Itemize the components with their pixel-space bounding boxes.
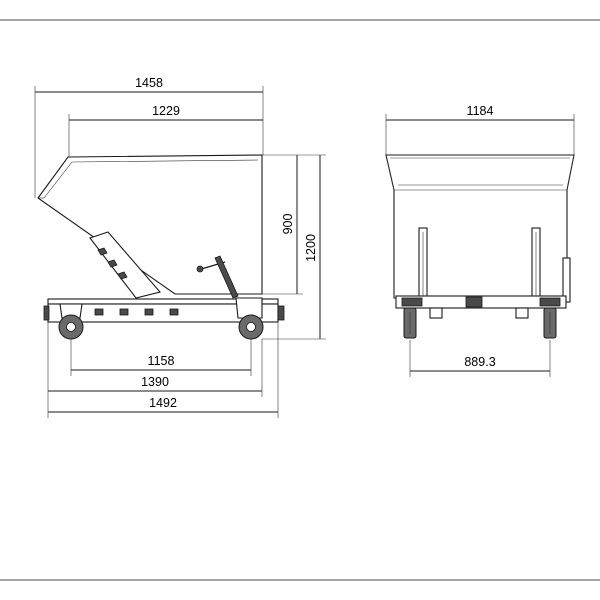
rear-wheel-hub [66,322,76,332]
dim-1390: 1390 [47,322,263,397]
chassis-end-cap [43,305,50,321]
front-chassis-block [429,307,443,319]
dim-1158: 1158 [70,339,252,376]
dim-label-track-width: 889.3 [464,355,495,369]
dim-1184: 1184 [385,104,575,155]
dim-1200: 1200 [262,154,326,340]
dim-label-bin-length: 1229 [152,104,180,118]
rear-caster-bracket [59,303,83,319]
dim-label-bin-height: 900 [281,214,295,235]
front-chassis-block [515,307,529,319]
front-chassis-plate [401,297,423,307]
dim-889-3: 889.3 [409,340,551,377]
front-wheel-hub [246,322,256,332]
dim-label-overall-length: 1458 [135,76,163,90]
bin-rim-front [385,154,575,191]
front-view: 1184 889.3 [385,104,575,377]
bin-body-front [385,154,575,299]
front-caster-bracket [235,297,263,319]
side-handle [562,257,571,303]
dim-1458: 1458 [34,76,264,198]
bin-body-side [37,154,263,295]
chassis-slot [169,308,179,316]
dim-label-overall-height: 1200 [304,234,318,262]
front-chassis-plate [539,297,561,307]
chassis-slot [119,308,129,316]
dim-1492: 1492 [47,322,279,418]
front-chassis-hitch [465,296,483,308]
chassis-end-cap [277,305,285,321]
side-view: 1458 1229 900 1200 1158 [34,76,326,418]
tilt-bracket-slots [97,247,128,280]
bin-rim-side [43,159,259,199]
lock-lever [214,255,239,299]
dim-label-overall-width: 1184 [467,104,494,118]
dim-label-frame-length: 1390 [141,375,169,389]
chassis-slot [94,308,104,316]
dim-1229: 1229 [68,104,263,157]
chassis-slot [144,308,154,316]
lock-knob [196,265,204,273]
dim-label-wheelbase: 1158 [148,354,175,368]
dim-900: 900 [262,154,303,295]
dim-label-total-length: 1492 [149,396,177,410]
